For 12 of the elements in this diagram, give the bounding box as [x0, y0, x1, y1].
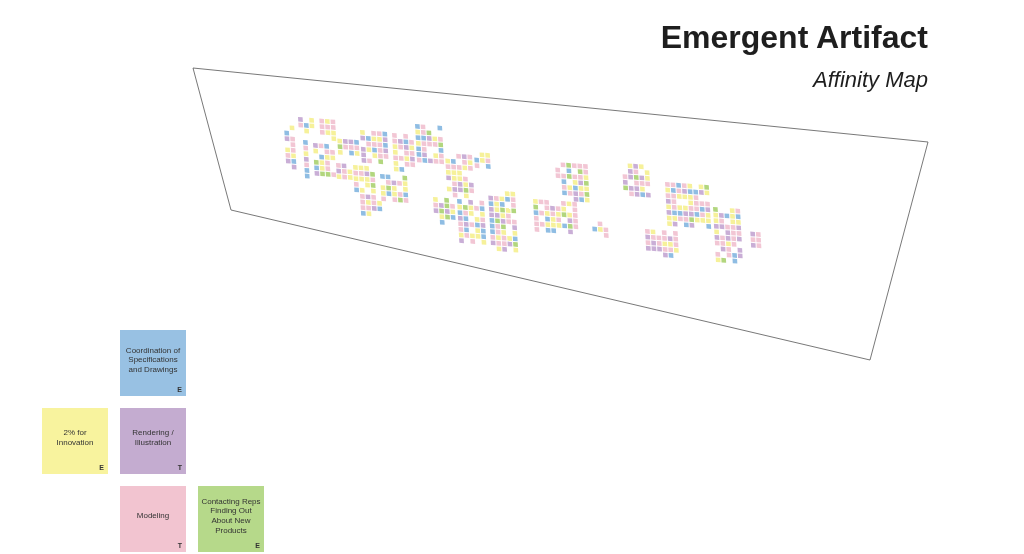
note-text: Coordination of Specifications and Drawings [124, 345, 182, 375]
note-text: Contacting Reps Finding Out About New Products [200, 496, 262, 536]
sticky-note [42, 408, 108, 474]
note-text: Modeling [136, 511, 170, 521]
sticky-note [198, 486, 264, 552]
subtitle: Affinity Map [813, 69, 928, 91]
note-text: Rendering / Illustration [131, 428, 175, 448]
note-text: 2% for Innovation [55, 428, 95, 448]
sticky-note [120, 408, 186, 474]
sticky-note [120, 486, 186, 552]
title: Emergent Artifact [660, 21, 928, 53]
sticky-note [120, 330, 186, 396]
